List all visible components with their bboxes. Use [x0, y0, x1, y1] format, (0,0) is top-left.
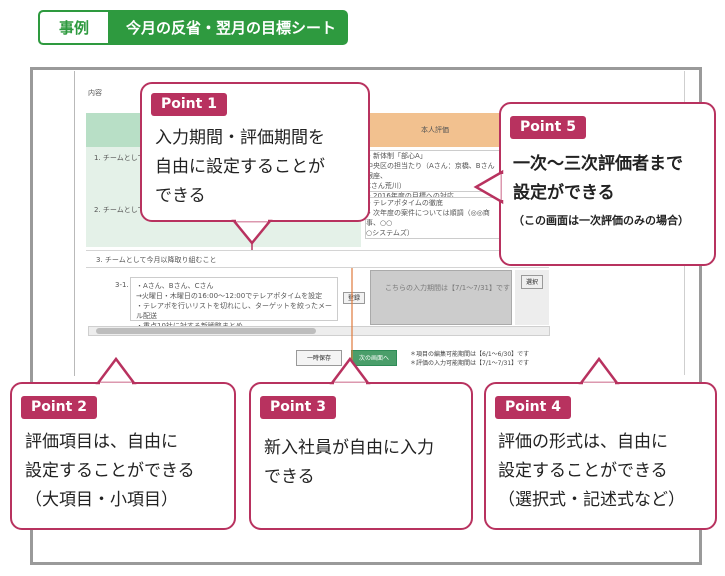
self-eval-field-1[interactable]: ・新体制「部心A」 中央区の担当たり（Aさん：京橋、Bさん銀座、 Cさん荒川） …	[365, 150, 501, 200]
self-eval-column-header: 本人評価	[361, 113, 501, 147]
callout-point-3: Point 3 新入社員が自由に入力 できる	[249, 382, 473, 530]
select-button[interactable]: 選択	[521, 275, 543, 289]
horizontal-scrollbar[interactable]	[88, 326, 550, 336]
point-5-note: （この画面は一次評価のみの場合）	[513, 214, 689, 227]
callout-point-4: Point 4 評価の形式は、自由に 設定することができる （選択式・記述式など…	[484, 382, 717, 530]
temp-save-button[interactable]: 一時保存	[296, 350, 342, 366]
period-notes: ＊項目の編集可能期間は【6/1〜6/30】です ＊評価の入力可能期間は【7/1〜…	[410, 351, 530, 367]
point-5-label: Point 5	[510, 116, 586, 139]
scrollbar-thumb[interactable]	[96, 328, 316, 334]
point-4-text: 評価の形式は、自由に 設定することができる （選択式・記述式など）	[498, 432, 685, 510]
point-2-label: Point 2	[21, 396, 97, 419]
callout-point-5: Point 5 一次〜三次評価者まで 設定ができる （この画面は一次評価のみの場…	[499, 102, 716, 266]
point-3-text: 新入社員が自由に入力 できる	[264, 438, 434, 487]
point-4-label: Point 4	[495, 396, 571, 419]
callout-point-2: Point 2 評価項目は、自由に 設定することができる （大項目・小項目）	[10, 382, 236, 530]
register-button[interactable]: 登録	[343, 292, 365, 304]
next-screen-button[interactable]: 次の画面へ	[351, 350, 397, 366]
callout-1-tail	[231, 218, 273, 245]
self-eval-field-2[interactable]: ・テレアポタイムの徹底 ・次年度の案件については順調（◎◎商事、○○ ○システム…	[365, 197, 501, 239]
callout-2-tail	[95, 356, 137, 386]
point-5-text: 一次〜三次評価者まで 設定ができる	[513, 154, 683, 203]
tag-label: 事例	[40, 12, 108, 43]
point-1-label: Point 1	[151, 93, 227, 116]
item-row-3: 3. チームとして今月以降取り組むこと	[86, 250, 549, 268]
sheet-area	[74, 71, 674, 376]
callout-4-tail	[578, 356, 620, 386]
page-title: 今月の反省・翌月の目標シート	[126, 19, 337, 37]
point-3-label: Point 3	[260, 396, 336, 419]
callout-point-1: Point 1 入力期間・評価期間を 自由に設定することが できる	[140, 82, 370, 222]
callout-5-tail	[473, 169, 505, 205]
callout-3-tail	[329, 356, 371, 386]
point-1-text: 入力期間・評価期間を 自由に設定することが できる	[155, 128, 325, 206]
evaluation-input-locked: こちらの入力期間は【7/1〜7/31】です	[370, 270, 512, 325]
sub-item-label: 3-1.	[115, 281, 129, 289]
example-tag: 事例 今月の反省・翌月の目標シート	[38, 10, 348, 45]
section-label: 内容	[88, 89, 102, 97]
point-2-text: 評価項目は、自由に 設定することができる （大項目・小項目）	[25, 432, 195, 510]
